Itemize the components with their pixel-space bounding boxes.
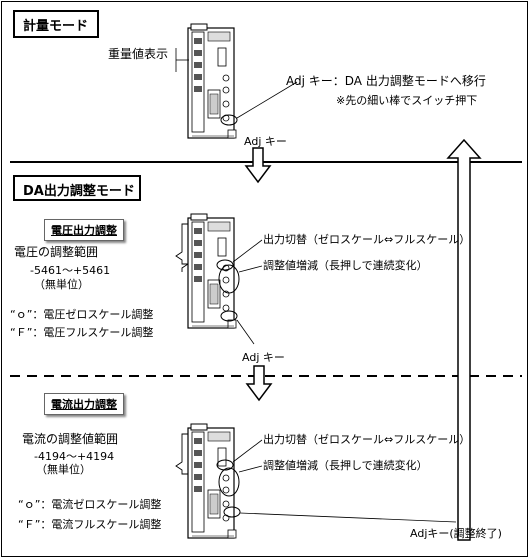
voltage-adj-key-label: Adj キー <box>242 351 285 364</box>
weight-display-label: 重量値表示 <box>108 47 169 61</box>
device-illustration-3 <box>187 423 237 539</box>
current-unit: （無単位） <box>36 463 91 476</box>
current-range-value: -4194～+4194 <box>34 450 115 463</box>
voltage-increase-decrease: 調整値増減（長押しで連続変化） <box>263 259 428 272</box>
device-illustration-1 <box>187 23 237 139</box>
down-arrow-1 <box>244 147 272 184</box>
measure-mode-title: 計量モード <box>13 10 99 38</box>
voltage-heading: 電圧出力調整 <box>44 219 124 241</box>
da-mode-title: DA出力調整モード <box>13 175 141 201</box>
current-full-label: “Ｆ”：電流フルスケール調整 <box>18 518 162 531</box>
current-output-switch: 出力切替（ゼロスケール⇔フルスケール） <box>263 433 471 446</box>
voltage-zero-label: “ｏ”：電圧ゼロスケール調整 <box>10 308 154 321</box>
voltage-output-switch: 出力切替（ゼロスケール⇔フルスケール） <box>263 233 471 246</box>
return-arrow <box>446 138 482 541</box>
current-zero-label: “ｏ”：電流ゼロスケール調整 <box>18 498 162 511</box>
down-arrow-2 <box>245 365 273 402</box>
measure-adj-subnote: ※先の細い棒でスイッチ押下 <box>336 94 478 107</box>
voltage-unit: （無単位） <box>34 278 89 291</box>
measure-adj-key-label: Adj キー <box>244 135 287 148</box>
voltage-range-label: 電圧の調整範囲 <box>14 245 99 259</box>
voltage-full-label: “Ｆ”：電圧フルスケール調整 <box>10 326 154 339</box>
current-range-label: 電流の調整値範囲 <box>22 432 119 446</box>
return-adj-key-label: Adjキー(調整終了) <box>410 527 502 540</box>
measure-adj-note: Adj キー：DA 出力調整モードへ移行 <box>286 74 486 88</box>
voltage-range-value: -5461～+5461 <box>30 264 111 277</box>
current-increase-decrease: 調整値増減（長押しで連続変化） <box>263 459 428 472</box>
current-heading: 電流出力調整 <box>44 393 124 415</box>
